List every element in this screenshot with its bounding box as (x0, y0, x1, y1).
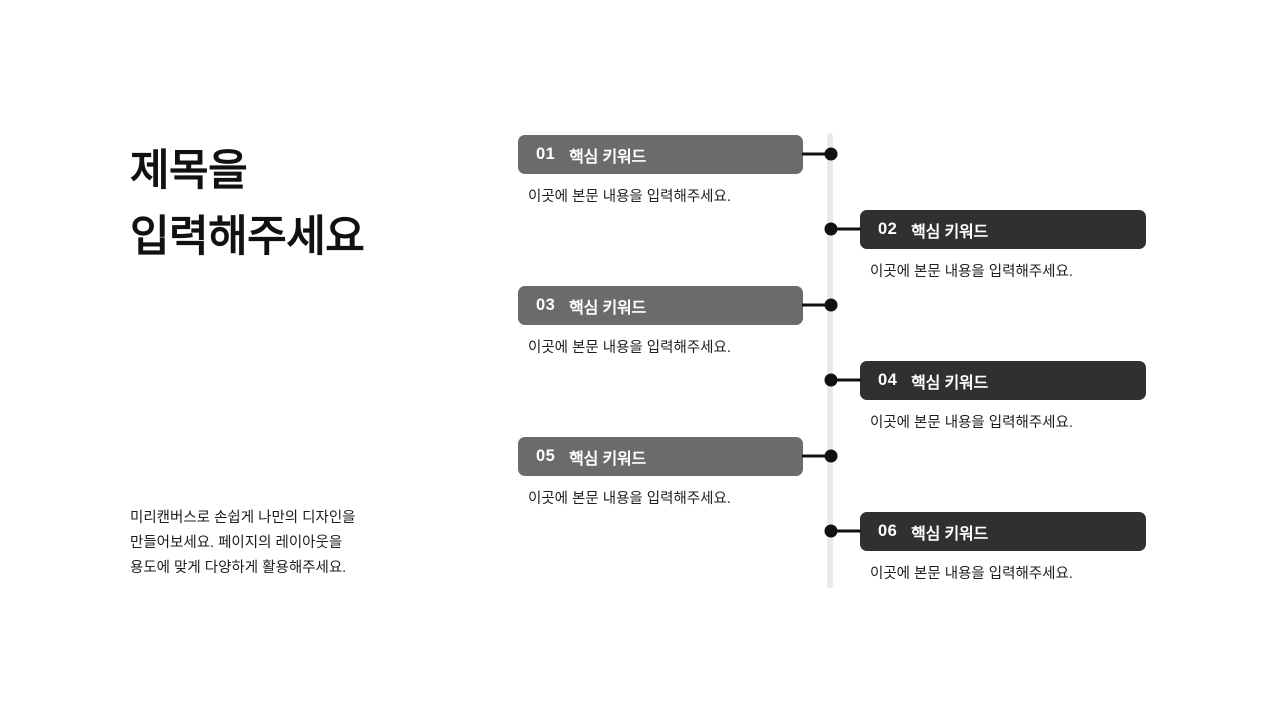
timeline-item-01[interactable]: 01 핵심 키워드 이곳에 본문 내용을 입력해주세요. (518, 135, 803, 206)
timeline-item-05-label: 핵심 키워드 (569, 450, 647, 468)
timeline-item-06[interactable]: 06 핵심 키워드 이곳에 본문 내용을 입력해주세요. (860, 512, 1146, 583)
timeline-item-05-number: 05 (536, 447, 556, 465)
timeline-item-05-bar[interactable]: 05 핵심 키워드 (518, 437, 803, 476)
timeline-item-01-label: 핵심 키워드 (569, 148, 647, 166)
timeline-item-03[interactable]: 03 핵심 키워드 이곳에 본문 내용을 입력해주세요. (518, 286, 803, 357)
timeline-item-02-number: 02 (878, 220, 898, 238)
timeline-item-03-body: 이곳에 본문 내용을 입력해주세요. (528, 340, 731, 356)
timeline-item-02-bar[interactable]: 02 핵심 키워드 (860, 210, 1146, 249)
timeline-item-05[interactable]: 05 핵심 키워드 이곳에 본문 내용을 입력해주세요. (518, 437, 803, 508)
timeline-item-01-number: 01 (536, 145, 556, 163)
timeline-item-03-bar[interactable]: 03 핵심 키워드 (518, 286, 803, 325)
timeline-connector-02 (831, 227, 861, 231)
timeline-node-02[interactable] (824, 222, 838, 236)
timeline-item-04-bar[interactable]: 04 핵심 키워드 (860, 361, 1146, 400)
timeline-item-03-number: 03 (536, 296, 556, 314)
description-line-3: 용도에 맞게 다양하게 활용해주세요. (130, 560, 347, 576)
timeline-node-01[interactable] (824, 147, 838, 161)
page-title-line-1: 제목을 (130, 147, 248, 195)
timeline-item-04-body: 이곳에 본문 내용을 입력해주세요. (870, 415, 1073, 431)
timeline-node-03[interactable] (824, 298, 838, 312)
page-title: 제목을 입력해주세요 (130, 138, 460, 270)
description-line-1: 미리캔버스로 손쉽게 나만의 디자인을 (130, 510, 356, 526)
timeline-item-06-bar[interactable]: 06 핵심 키워드 (860, 512, 1146, 551)
description-line-2: 만들어보세요. 페이지의 레이아웃을 (130, 535, 343, 551)
timeline-connector-03 (802, 303, 832, 307)
timeline-connector-04 (831, 378, 861, 382)
timeline-node-04[interactable] (824, 373, 838, 387)
timeline-item-06-number: 06 (878, 522, 898, 540)
timeline-axis (827, 133, 833, 588)
timeline-node-06[interactable] (824, 524, 838, 538)
timeline-connector-06 (831, 529, 861, 533)
page-title-line-2: 입력해주세요 (130, 213, 365, 261)
timeline-item-04-number: 04 (878, 371, 898, 389)
timeline-item-04[interactable]: 04 핵심 키워드 이곳에 본문 내용을 입력해주세요. (860, 361, 1146, 432)
timeline-item-02-label: 핵심 키워드 (911, 223, 989, 241)
timeline-node-05[interactable] (824, 449, 838, 463)
timeline-item-03-label: 핵심 키워드 (569, 299, 647, 317)
timeline-connector-05 (802, 454, 832, 458)
timeline-connector-01 (802, 152, 832, 156)
timeline-item-06-body: 이곳에 본문 내용을 입력해주세요. (870, 566, 1073, 582)
timeline-item-05-body: 이곳에 본문 내용을 입력해주세요. (528, 491, 731, 507)
timeline-item-06-label: 핵심 키워드 (911, 525, 989, 543)
timeline-item-01-body: 이곳에 본문 내용을 입력해주세요. (528, 189, 731, 205)
description-block: 미리캔버스로 손쉽게 나만의 디자인을 만들어보세요. 페이지의 레이아웃을 용… (130, 506, 430, 581)
timeline-item-04-label: 핵심 키워드 (911, 374, 989, 392)
timeline-item-02[interactable]: 02 핵심 키워드 이곳에 본문 내용을 입력해주세요. (860, 210, 1146, 281)
timeline-item-01-bar[interactable]: 01 핵심 키워드 (518, 135, 803, 174)
timeline-item-02-body: 이곳에 본문 내용을 입력해주세요. (870, 264, 1073, 280)
